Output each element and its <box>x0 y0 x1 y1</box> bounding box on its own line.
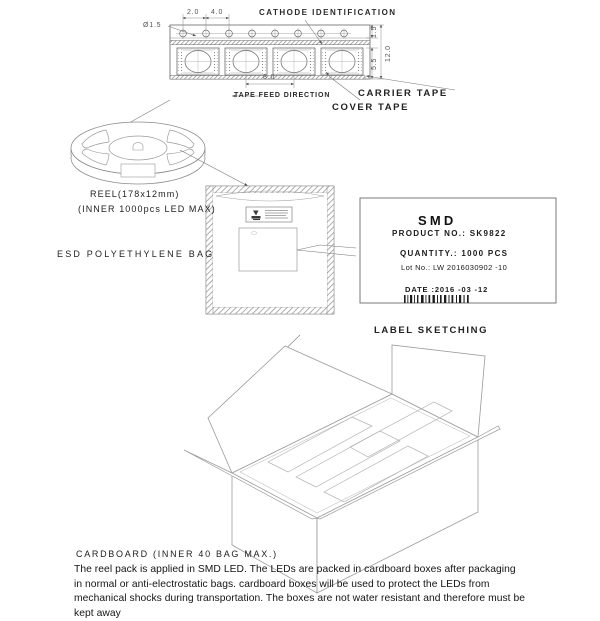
reel-to-bag-arrow <box>179 149 249 187</box>
hole-to-pocket-dimension: 5.5 <box>371 57 378 70</box>
pitch-medium-dimension: 4.0 <box>211 9 224 16</box>
pitch-large-dimension: 8.0 <box>263 74 276 81</box>
technical-drawing-canvas <box>70 14 557 594</box>
carrier-tape-label: CARRIER TAPE <box>358 88 448 99</box>
hole-diameter-dimension: Ø1.5 <box>143 22 162 29</box>
esd-bag-label: ESD POLYETHYLENE BAG <box>57 249 215 259</box>
label-lot-no: Lot No.: LW 2016030902 -10 <box>401 263 508 272</box>
tape-width-dimension: 12.0 <box>385 45 392 62</box>
label-product-no: PRODUCT NO.: SK9822 <box>392 229 507 238</box>
label-title: SMD <box>418 213 457 228</box>
sprocket-holes <box>176 28 351 39</box>
label-date: DATE :2016 -03 -12 <box>405 285 489 294</box>
drawing-page: CATHODE IDENTIFICATION TAPE FEED DIRECTI… <box>57 8 557 619</box>
product-label-card <box>239 197 557 394</box>
cardboard-description: The reel pack is applied in SMD LED. The… <box>74 564 526 619</box>
label-quantity: QUANTITY.: 1000 PCS <box>400 249 509 258</box>
reel-spec-line2: (INNER 1000pcs LED MAX) <box>78 204 216 214</box>
carrier-tape-drawing <box>169 24 371 80</box>
tape-side-dimensions <box>366 24 384 80</box>
tape-feed-direction-label: TAPE FEED DIRECTION <box>234 92 331 99</box>
tape-top-dimensions <box>182 14 230 30</box>
led-pockets <box>176 47 364 76</box>
cover-tape-label: COVER TAPE <box>332 102 410 113</box>
edge-to-hole-dimension: 1.5 <box>371 25 378 38</box>
pitch-small-dimension: 2.0 <box>187 9 200 16</box>
tape-pitch-dimension <box>245 75 295 88</box>
cardboard-box-drawing <box>183 344 501 594</box>
cathode-identification-label: CATHODE IDENTIFICATION <box>259 8 397 17</box>
label-sketching-caption: LABEL SKETCHING <box>374 325 489 336</box>
reel-spec-line1: REEL(178x12mm) <box>90 189 180 199</box>
barcode <box>404 295 469 303</box>
esd-bag-drawing <box>205 185 357 315</box>
cardboard-caption: CARDBOARD (INNER 40 BAG MAX.) <box>76 549 278 559</box>
reel-drawing <box>70 121 206 185</box>
